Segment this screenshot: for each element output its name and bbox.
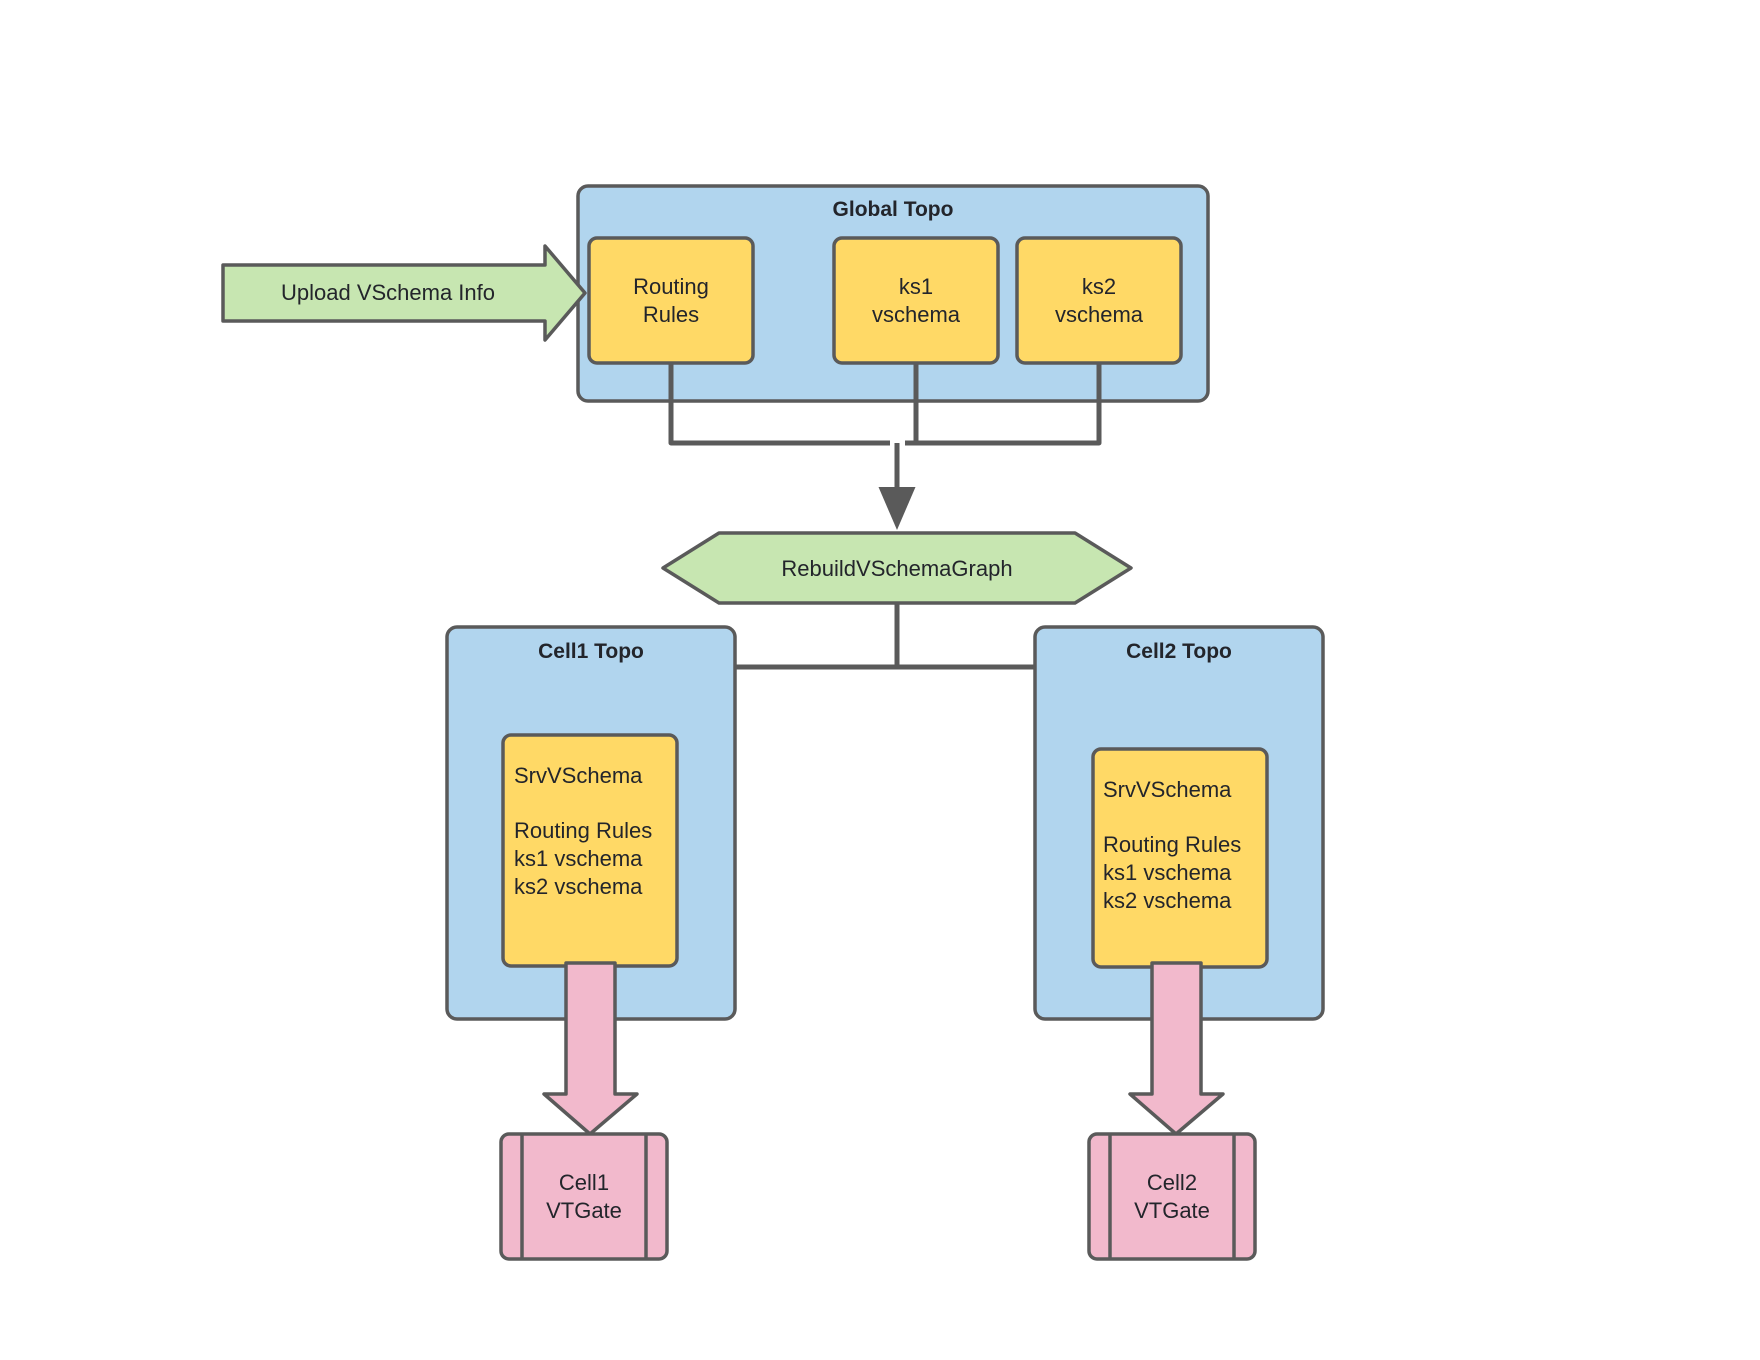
- ks2-vschema-box[interactable]: [1015, 236, 1183, 365]
- edge-routing-rules-to-rebuild: [668, 363, 890, 446]
- cell1-srvvschema-box[interactable]: [501, 733, 679, 968]
- edge-ks2-to-rebuild: [905, 363, 1102, 446]
- upload-vschema-info-arrow[interactable]: [221, 244, 587, 342]
- edge-cell1-srvvschema-to-vtgate: [542, 961, 639, 1136]
- cell2-srvvschema-box[interactable]: [1091, 747, 1269, 969]
- cell1-vtgate-node[interactable]: [499, 1132, 669, 1261]
- rebuild-vschema-graph-hexagon[interactable]: [661, 531, 1133, 605]
- ks1-vschema-box[interactable]: [832, 236, 1000, 365]
- routing-rules-box[interactable]: [587, 236, 755, 365]
- cell2-vtgate-node[interactable]: [1087, 1132, 1257, 1261]
- edge-cell2-srvvschema-to-vtgate: [1128, 961, 1225, 1136]
